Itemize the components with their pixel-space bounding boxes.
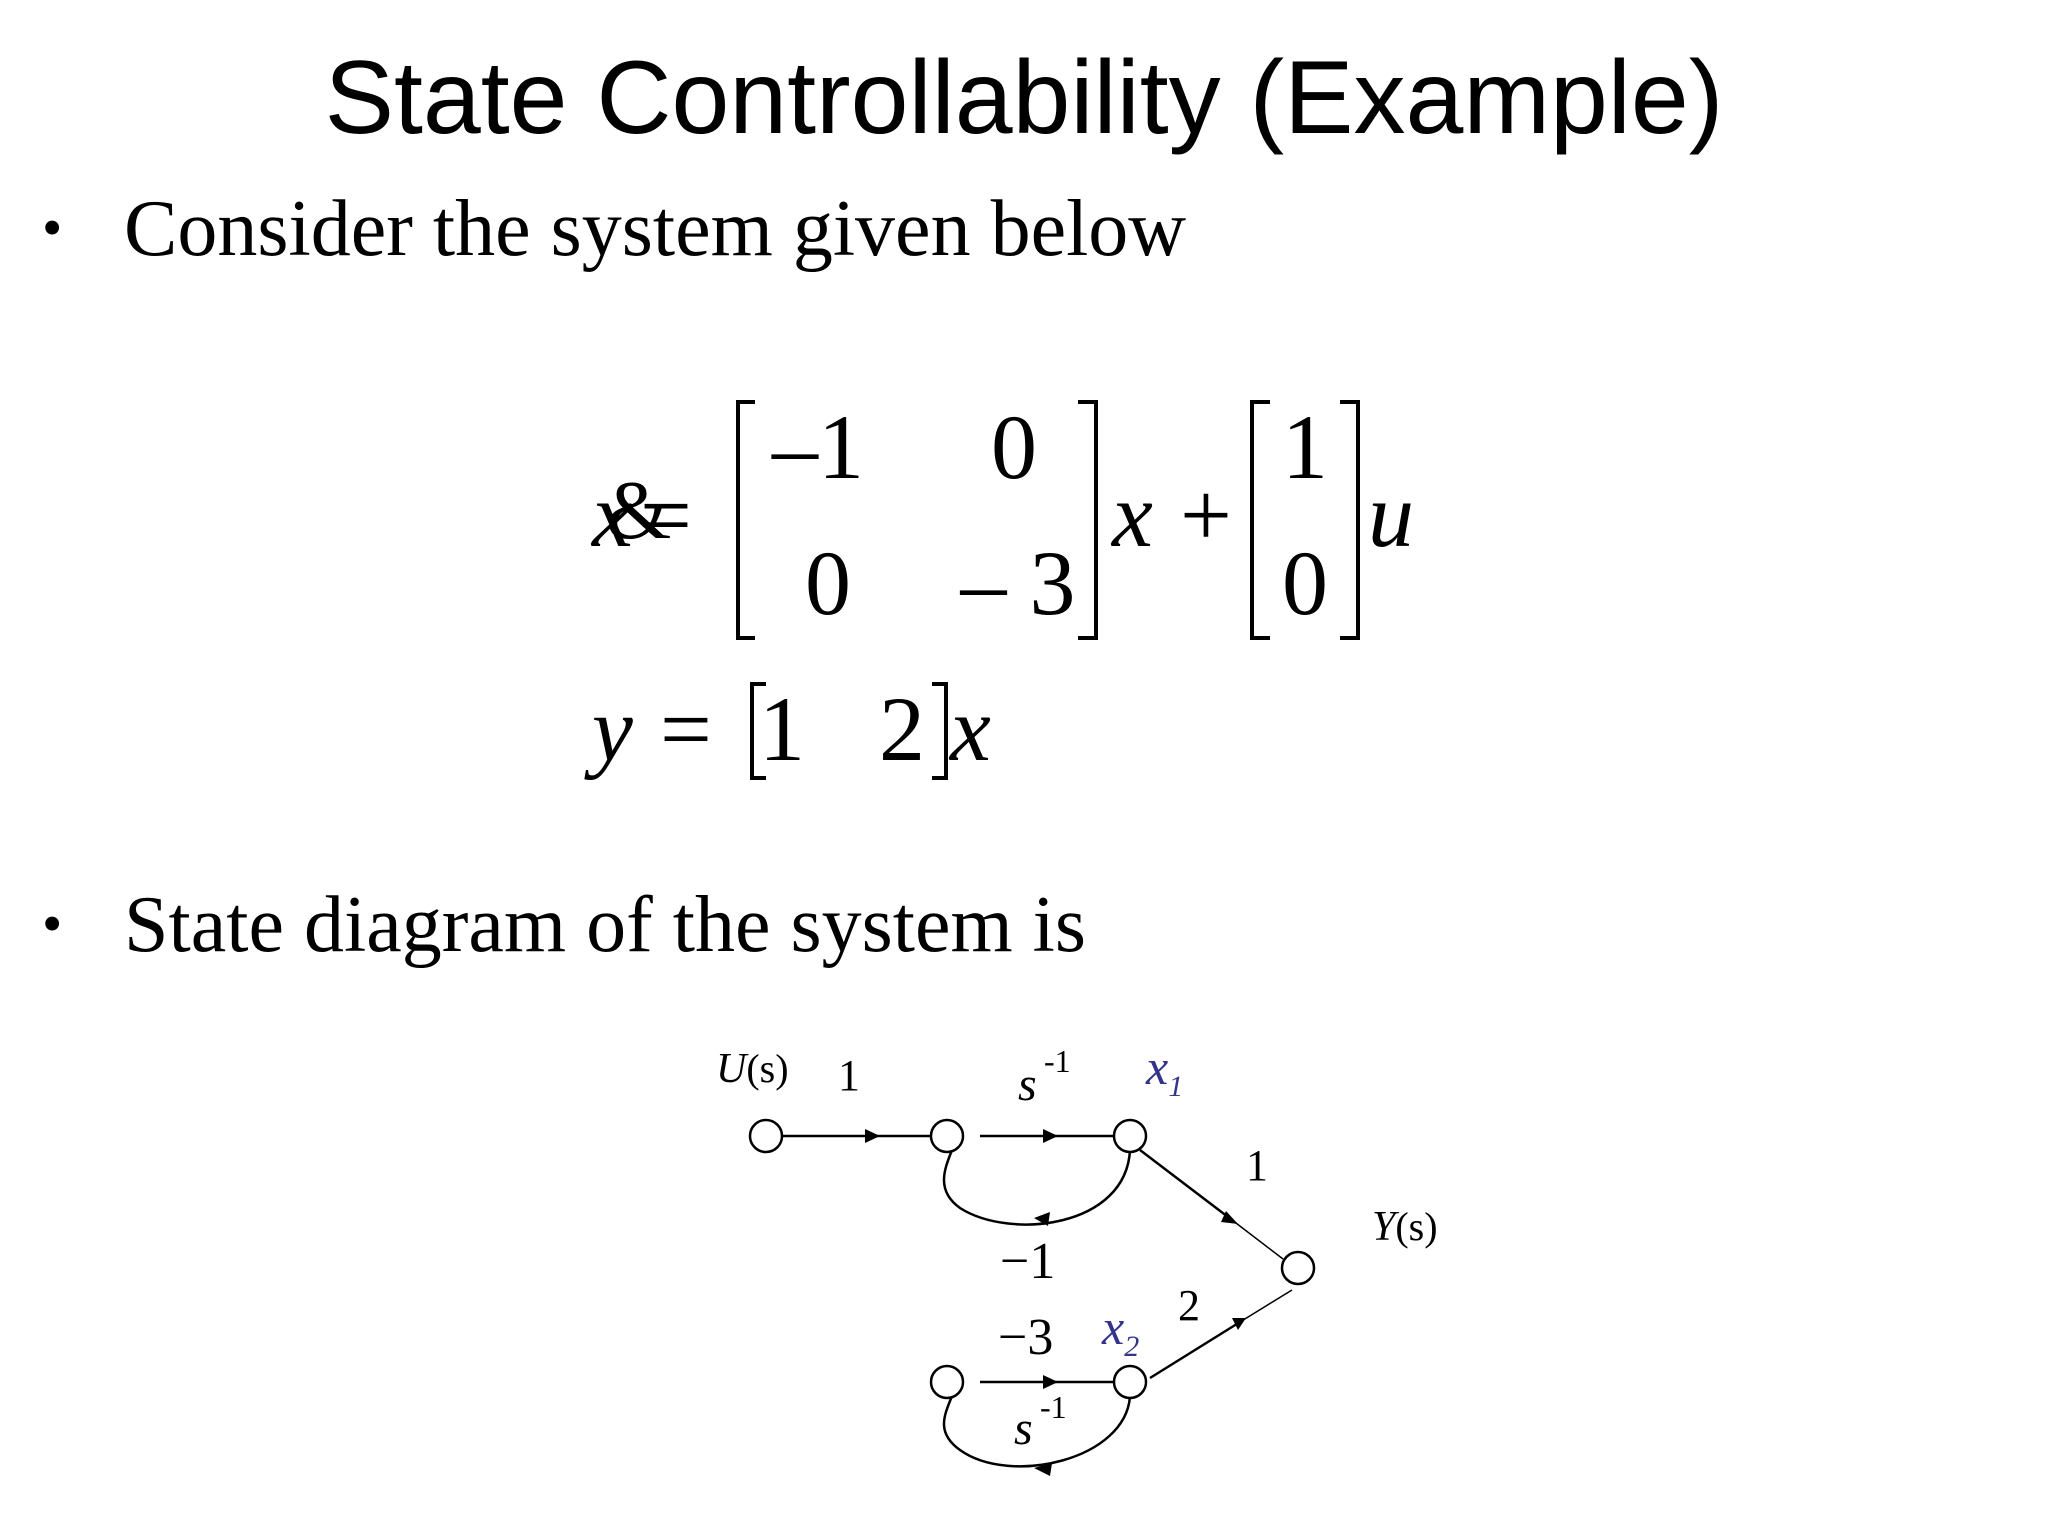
arrow-icon bbox=[1043, 1375, 1058, 1389]
output-label: Y(s) bbox=[1372, 1204, 1438, 1250]
gain-x1-output: 1 bbox=[1246, 1141, 1268, 1190]
node-output bbox=[1280, 1250, 1316, 1286]
node-x1 bbox=[1112, 1118, 1148, 1154]
matrix-a-cell-12: 0 bbox=[991, 396, 1037, 498]
branch-x2-to-output-a bbox=[1149, 1320, 1241, 1380]
matrix-b-right-bracket bbox=[1340, 400, 1360, 640]
branch-feedback-top bbox=[942, 1149, 1132, 1226]
diagram-branches bbox=[782, 1134, 1293, 1468]
diagram-labels: U(s) 1 s -1 x1 1 Y(s) −1 2 −3 x2 s -1 bbox=[716, 1039, 1438, 1455]
matrix-b-left-bracket bbox=[1250, 400, 1270, 640]
input-u: u bbox=[1368, 464, 1414, 566]
arrow-icon bbox=[865, 1129, 880, 1143]
diagram-arrowheads bbox=[865, 1129, 1246, 1476]
diagram-nodes bbox=[748, 1118, 1316, 1400]
gain-input: 1 bbox=[838, 1051, 860, 1100]
state-label-x1: x1 bbox=[1145, 1039, 1183, 1103]
output-variable-y: y bbox=[584, 678, 633, 780]
bullet-marker: • bbox=[42, 195, 63, 260]
state-vector-x: x bbox=[948, 678, 991, 780]
state-vector-x: x bbox=[1110, 464, 1153, 566]
matrix-c-cell-1: 1 bbox=[759, 678, 805, 780]
matrix-c-left-bracket bbox=[750, 682, 766, 780]
arrow-icon bbox=[1034, 1463, 1052, 1476]
branch-x1-to-output-b bbox=[1231, 1219, 1284, 1260]
feedback-gain-bottom: −3 bbox=[998, 1309, 1053, 1366]
input-label: U(s) bbox=[716, 1046, 789, 1092]
arrow-icon bbox=[1232, 1318, 1246, 1330]
equals-sign: = bbox=[660, 678, 712, 780]
matrix-a-cell-11: –1 bbox=[771, 396, 864, 498]
bullet-text: State diagram of the system is bbox=[124, 881, 1087, 969]
matrix-b-cell-1: 1 bbox=[1282, 396, 1328, 498]
plus-sign: + bbox=[1180, 464, 1232, 566]
integrator-bottom-exp: -1 bbox=[1040, 1389, 1067, 1425]
integrator-top-exp: -1 bbox=[1044, 1043, 1071, 1079]
node-x2 bbox=[1112, 1364, 1148, 1400]
integrator-bottom-base: s bbox=[1014, 1402, 1033, 1455]
node-input bbox=[748, 1118, 784, 1154]
arrow-icon bbox=[1221, 1211, 1238, 1224]
branch-feedback-bottom bbox=[942, 1395, 1132, 1468]
arrow-icon bbox=[1034, 1212, 1050, 1226]
state-variable-x: x bbox=[590, 464, 633, 566]
node-x2-dot bbox=[929, 1364, 965, 1400]
matrix-a-right-bracket bbox=[1078, 400, 1098, 640]
matrix-a-cell-22: – 3 bbox=[960, 532, 1076, 634]
matrix-c-right-bracket bbox=[932, 682, 948, 780]
equals-sign: = bbox=[640, 464, 692, 566]
matrix-c-cell-2: 2 bbox=[879, 678, 925, 780]
matrix-a-left-bracket bbox=[736, 400, 755, 640]
bullet-marker: • bbox=[42, 891, 63, 956]
slide-title: State Controllability (Example) bbox=[324, 40, 1724, 156]
bullet-text: Consider the system given below bbox=[124, 185, 1187, 273]
branch-x1-to-output-a bbox=[1139, 1149, 1233, 1221]
matrix-a-cell-21: 0 bbox=[805, 532, 851, 634]
matrix-b-cell-2: 0 bbox=[1282, 532, 1328, 634]
node-x1-dot bbox=[929, 1118, 965, 1154]
feedback-gain-top: −1 bbox=[1000, 1233, 1055, 1290]
bullet-item-state-diagram: • State diagram of the system is bbox=[42, 876, 1086, 973]
gain-x2-output: 2 bbox=[1178, 1281, 1200, 1330]
state-label-x2: x2 bbox=[1101, 1299, 1139, 1363]
integrator-top-base: s bbox=[1018, 1058, 1037, 1111]
branch-x2-to-output-b bbox=[1239, 1289, 1293, 1323]
bullet-item-system: • Consider the system given below bbox=[42, 180, 1186, 277]
arrow-icon bbox=[1043, 1129, 1058, 1143]
state-equation: x & = –1 0 0 – 3 x + 1 0 u bbox=[590, 396, 1414, 640]
dot-glyph: & bbox=[606, 464, 671, 557]
output-equation: y = 1 2 x bbox=[584, 678, 991, 780]
